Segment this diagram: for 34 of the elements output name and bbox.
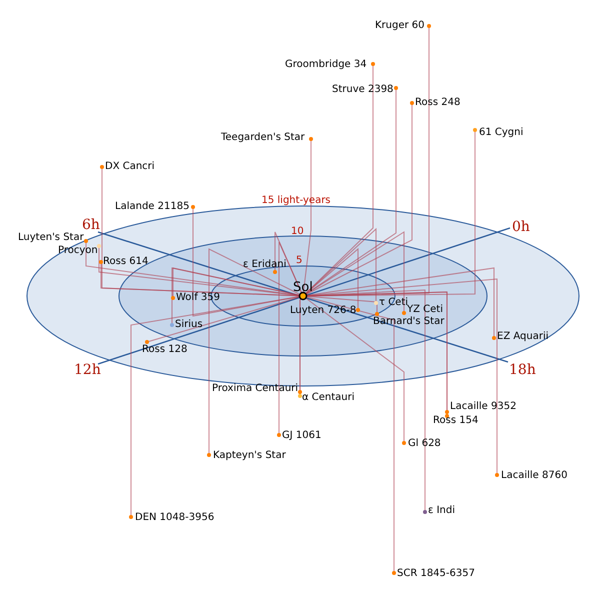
hour-label: 6h	[82, 217, 100, 233]
star-name: Sirius	[175, 319, 203, 331]
star-name: Lacaille 8760	[501, 470, 568, 482]
star-name: Sol	[293, 280, 313, 294]
star-name: Struve 2398	[332, 84, 394, 96]
star-name: Lacaille 9352	[450, 401, 516, 413]
hour-label: 0h	[512, 219, 530, 235]
hour-label: 18h	[509, 362, 536, 378]
star-name: DX Cancri	[105, 161, 155, 173]
star-name: Proxima Centauri	[212, 383, 298, 395]
star-name: DEN 1048-3956	[135, 512, 214, 524]
star-name: Ross 154	[433, 415, 478, 427]
star-name: Gl 628	[408, 438, 441, 450]
star-name: Groombridge 34	[285, 59, 367, 71]
star-name: α Centauri	[302, 392, 355, 404]
star-name: Teegarden's Star	[221, 132, 305, 144]
star-name: GJ 1061	[282, 430, 322, 442]
star-name: Kapteyn's Star	[213, 450, 286, 462]
star-name: Ross 128	[142, 344, 188, 356]
star-name: Ross 614	[103, 256, 148, 268]
star-name: EZ Aquarii	[497, 331, 548, 343]
star-name: Ross 248	[415, 97, 460, 109]
distance-label: 5	[296, 255, 302, 267]
star-name: Kruger 60	[375, 20, 425, 32]
star-name: Luyten's Star	[18, 232, 84, 244]
star-name: 61 Cygni	[479, 127, 524, 139]
star-name: SCR 1845-6357	[397, 568, 475, 580]
star-name: Lalande 21185	[115, 201, 190, 213]
distance-label: 15 light-years	[262, 195, 331, 207]
star-name: ε Eridani	[243, 259, 286, 271]
star-name: ε Indi	[428, 505, 455, 517]
hour-label: 12h	[74, 362, 101, 378]
distance-label: 10	[291, 226, 304, 238]
star-name: YZ Ceti	[407, 304, 443, 316]
